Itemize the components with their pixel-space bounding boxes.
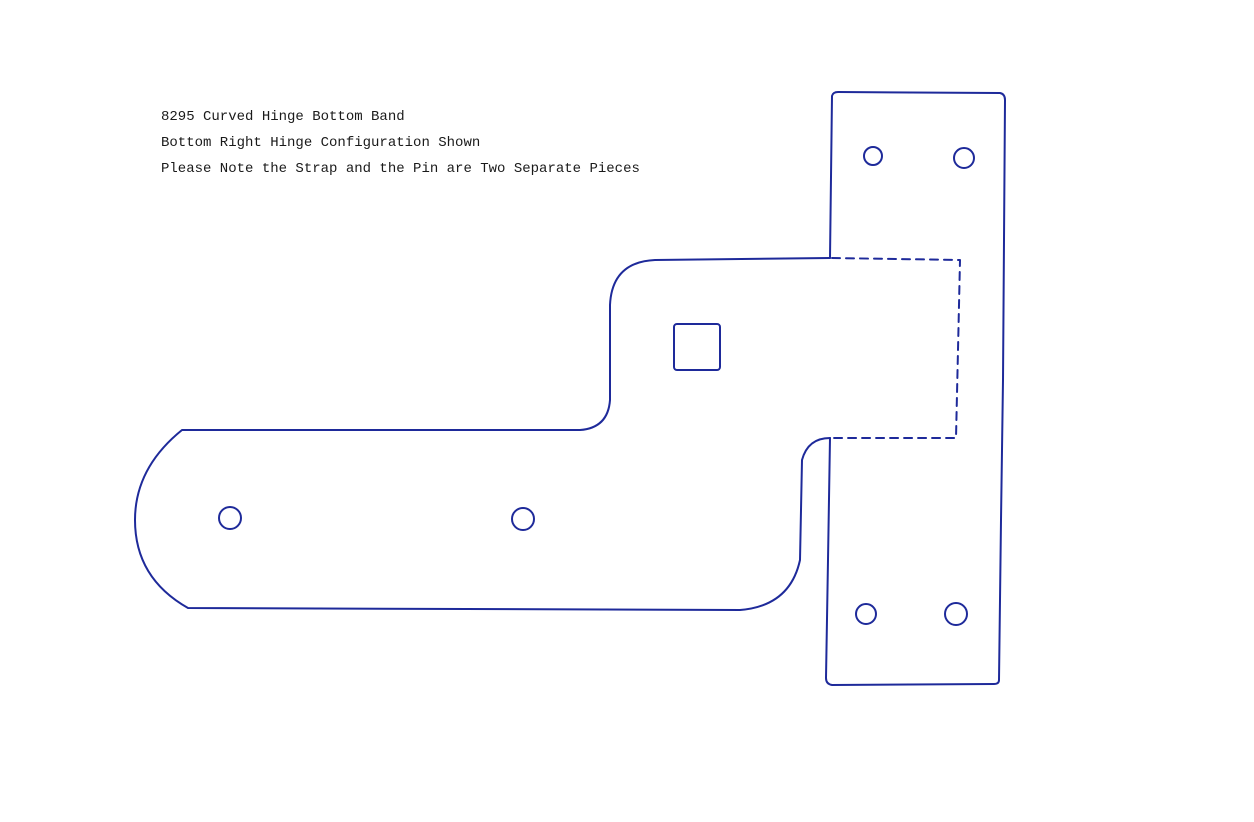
pin-overlap-outline (831, 257, 961, 439)
caption-note: Please Note the Strap and the Pin are Tw… (161, 161, 640, 177)
pin-plate (825, 91, 1006, 686)
caption-title: 8295 Curved Hinge Bottom Band (161, 109, 405, 125)
drawing-caption: 8295 Curved Hinge Bottom Band Bottom Rig… (161, 104, 640, 182)
square-hole (673, 323, 721, 371)
curved-strap (134, 257, 831, 611)
pin-overlap-dashed (831, 257, 961, 439)
pin-plate-hole (863, 146, 883, 166)
pin-plate-hole (944, 602, 968, 626)
strap-hole (218, 506, 242, 530)
caption-configuration: Bottom Right Hinge Configuration Shown (161, 135, 481, 151)
pin-plate-outline (825, 91, 1006, 686)
strap-outline (134, 257, 831, 611)
pin-plate-hole (953, 147, 975, 169)
pin-plate-hole (855, 603, 877, 625)
strap-hole (511, 507, 535, 531)
